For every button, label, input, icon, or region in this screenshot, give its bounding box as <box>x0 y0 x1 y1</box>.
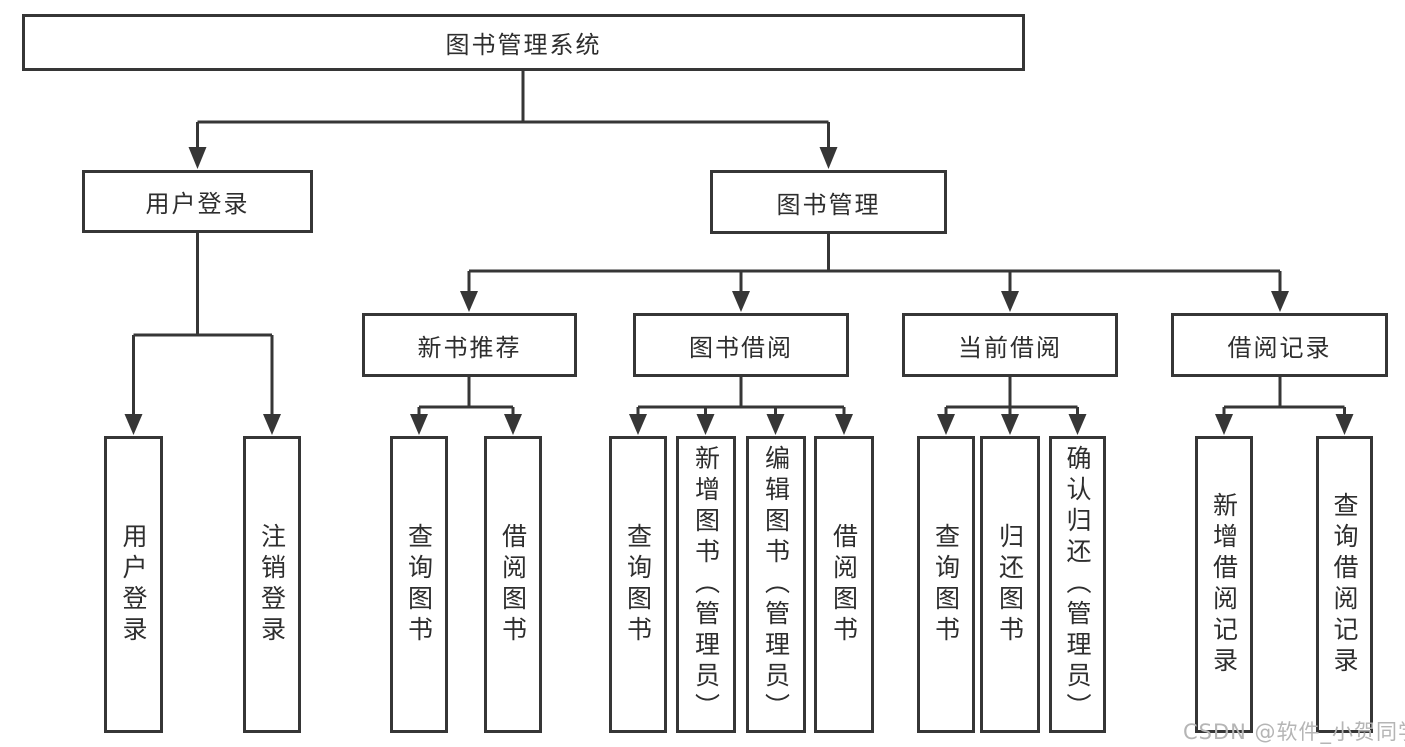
arrowhead-icon <box>1215 414 1233 435</box>
arrowhead-icon <box>732 291 750 312</box>
leaf-query-books-borrow: 查询图书 <box>609 436 667 733</box>
leaf-add-books-admin: 新增图书（管理员） <box>676 436 736 733</box>
node-user-login: 用户登录 <box>82 170 313 233</box>
node-current-borrow: 当前借阅 <box>902 313 1118 377</box>
csdn-watermark: CSDN @软件_小贺同学 <box>1183 720 1405 744</box>
connector-book-management <box>460 234 1289 312</box>
leaf-query-books-recommend: 查询图书 <box>390 436 448 733</box>
leaf-return-books: 归还图书 <box>980 436 1040 733</box>
arrowhead-icon <box>629 414 647 435</box>
connector-book-borrow <box>629 377 853 435</box>
leaf-add-borrow-record: 新增借阅记录 <box>1195 436 1253 733</box>
arrowhead-icon <box>504 414 522 435</box>
arrowhead-icon <box>410 414 428 435</box>
arrowhead-icon <box>937 414 955 435</box>
leaf-query-books-current: 查询图书 <box>917 436 975 733</box>
node-book-management: 图书管理 <box>710 170 947 234</box>
leaf-confirm-return-admin: 确认归还（管理员） <box>1049 436 1106 733</box>
connector-root <box>188 71 838 169</box>
arrowhead-icon <box>696 414 715 435</box>
connector-new-book-recommend <box>410 377 522 435</box>
arrowhead-icon <box>1335 414 1354 435</box>
arrowhead-icon <box>263 414 281 435</box>
connector-current-borrow <box>937 377 1087 435</box>
node-new-book-recommend: 新书推荐 <box>362 313 577 377</box>
arrowhead-icon <box>1068 414 1087 435</box>
leaf-borrow-books-recommend: 借阅图书 <box>484 436 542 733</box>
node-root: 图书管理系统 <box>22 14 1025 71</box>
leaf-logout: 注销登录 <box>243 436 301 733</box>
arrowhead-icon <box>1001 414 1019 435</box>
arrowhead-icon <box>124 414 143 435</box>
node-borrow-records: 借阅记录 <box>1171 313 1388 377</box>
connector-user-login <box>124 233 281 435</box>
leaf-user-login: 用户登录 <box>104 436 163 733</box>
arrowhead-icon <box>835 414 853 435</box>
arrowhead-icon <box>766 414 785 435</box>
connector-borrow-records <box>1215 377 1354 435</box>
node-book-borrow: 图书借阅 <box>633 313 849 377</box>
arrowhead-icon <box>819 147 838 169</box>
arrowhead-icon <box>460 291 478 312</box>
arrowhead-icon <box>188 147 207 169</box>
leaf-edit-books-admin: 编辑图书（管理员） <box>746 436 806 733</box>
arrowhead-icon <box>1271 291 1289 312</box>
leaf-borrow-books: 借阅图书 <box>814 436 874 733</box>
arrowhead-icon <box>1001 291 1019 312</box>
leaf-query-borrow-record: 查询借阅记录 <box>1316 436 1373 733</box>
